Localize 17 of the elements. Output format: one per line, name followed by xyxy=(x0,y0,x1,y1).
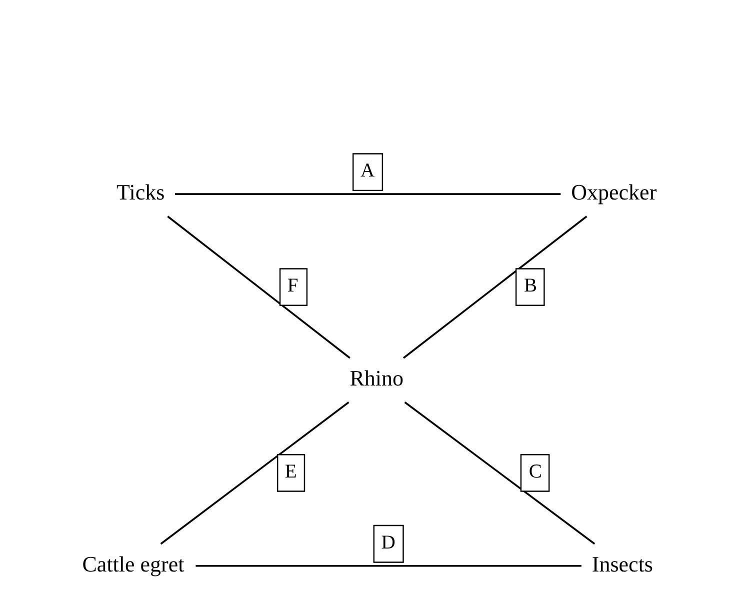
edge-label: F xyxy=(287,276,298,297)
connector xyxy=(175,193,561,196)
edge-label: E xyxy=(284,462,297,483)
node-text: Oxpecker xyxy=(571,179,657,204)
connector xyxy=(404,402,596,545)
connector xyxy=(402,216,588,359)
edge-label: D xyxy=(381,532,396,554)
connector xyxy=(160,402,350,545)
connector xyxy=(196,564,582,567)
connector xyxy=(167,216,350,359)
edge-label: A xyxy=(360,160,375,182)
node-text: Rhino xyxy=(350,365,404,390)
node-text: Ticks xyxy=(116,179,165,204)
node-text: Insects xyxy=(592,551,654,576)
node-text: Cattle egret xyxy=(82,551,184,576)
edge-label: B xyxy=(524,276,538,297)
edge-label: C xyxy=(528,462,542,483)
